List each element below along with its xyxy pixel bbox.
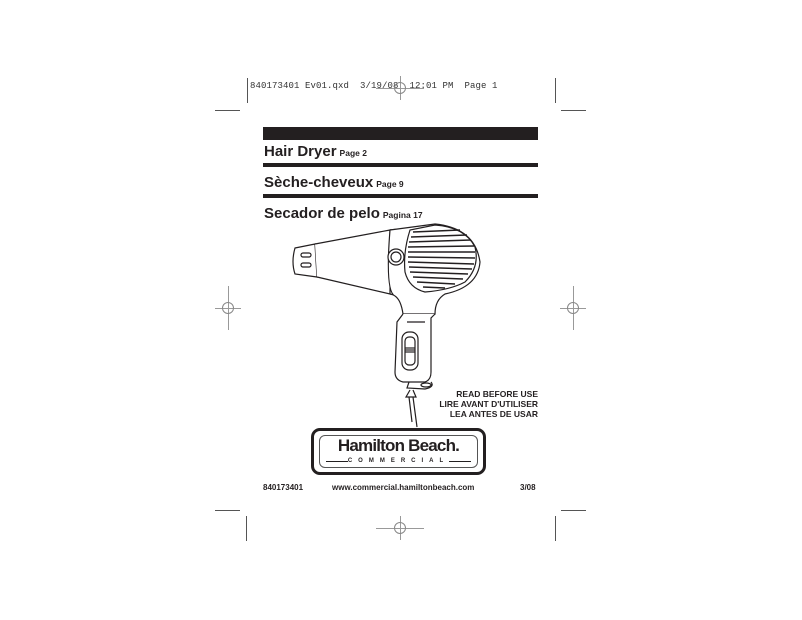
crop-mark-bottom-right-v	[555, 516, 556, 541]
website-url: www.commercial.hamiltonbeach.com	[332, 483, 475, 492]
file-slug-line: 840173401 Ev01.qxd 3/19/08 12:01 PM Page…	[250, 81, 498, 91]
title-text: Secador de pelo	[264, 205, 380, 222]
notice-spanish: LEA ANTES DE USAR	[449, 409, 538, 419]
logo-brand-name: Hamilton Beach.	[337, 436, 460, 455]
title-text: Sèche-cheveux	[264, 174, 374, 191]
crop-mark-top-right-v	[555, 78, 556, 103]
read-before-use-notice: READ BEFORE USE LIRE AVANT D'UTILISER LE…	[439, 389, 538, 419]
crop-mark-top-right-h	[561, 110, 586, 111]
page-reference: Pagina 17	[382, 210, 423, 220]
page-reference: Page 2	[339, 148, 367, 158]
print-date: 3/08	[520, 483, 536, 492]
logo-commercial-text: COMMERCIAL	[347, 458, 450, 464]
page-reference: Page 9	[376, 179, 404, 189]
target-circle-icon	[394, 82, 406, 94]
crop-mark-bottom-left-v	[246, 516, 247, 541]
crop-mark-bottom-left-h	[215, 510, 240, 511]
hamilton-beach-logo: Hamilton Beach. COMMERCIAL	[311, 428, 486, 475]
target-circle-icon	[394, 522, 406, 534]
divider-rule	[263, 194, 538, 198]
notice-english: READ BEFORE USE	[456, 389, 538, 399]
title-text: Hair Dryer	[264, 143, 337, 160]
crop-mark-top-left-h	[215, 110, 240, 111]
crop-mark-top-left-v	[247, 78, 248, 103]
logo-line-left	[326, 461, 348, 462]
target-circle-icon	[222, 302, 234, 314]
header-bar	[263, 127, 538, 140]
notice-french: LIRE AVANT D'UTILISER	[439, 399, 538, 409]
logo-inner-frame	[319, 435, 478, 468]
target-circle-icon	[567, 302, 579, 314]
hair-dryer-illustration	[292, 223, 481, 428]
crop-mark-bottom-right-h	[561, 510, 586, 511]
divider-rule	[263, 163, 538, 167]
part-number: 840173401	[263, 483, 304, 492]
logo-line-right	[449, 461, 471, 462]
